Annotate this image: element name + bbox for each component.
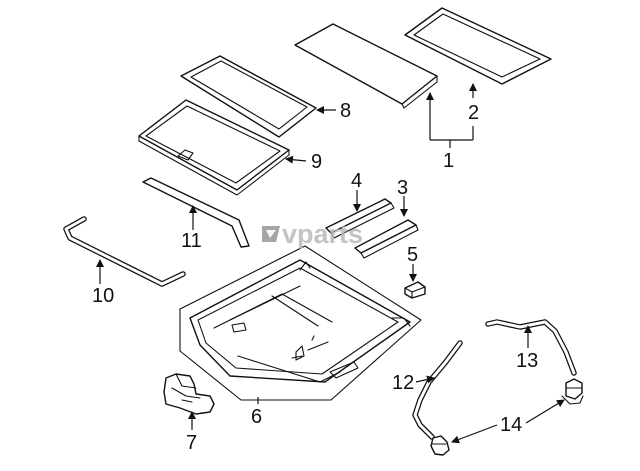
part-drain-valve-front bbox=[430, 435, 450, 456]
callout-11: 11 bbox=[181, 230, 202, 252]
callout-5: 5 bbox=[407, 244, 418, 266]
callout-14: 14 bbox=[500, 414, 522, 436]
part-weatherstrip bbox=[63, 216, 186, 287]
part-motor bbox=[163, 373, 215, 415]
part-drain-valve-rear bbox=[561, 378, 584, 405]
callout-1: 1 bbox=[443, 150, 454, 172]
part-glass-frame bbox=[404, 7, 552, 85]
part-housing bbox=[179, 245, 422, 401]
part-drain-hose-front bbox=[412, 340, 463, 440]
callout-7: 7 bbox=[186, 432, 197, 454]
watermark: vparts bbox=[262, 219, 363, 249]
callout-12: 12 bbox=[392, 372, 414, 394]
part-bracket bbox=[404, 281, 426, 299]
callout-9: 9 bbox=[311, 151, 322, 173]
part-guide-rail-2 bbox=[354, 219, 419, 259]
callout-8: 8 bbox=[340, 100, 351, 122]
callout-3: 3 bbox=[397, 177, 408, 199]
callout-4: 4 bbox=[351, 170, 362, 192]
part-guide-rail bbox=[325, 198, 395, 239]
part-deflector bbox=[142, 177, 250, 248]
callout-2: 2 bbox=[468, 102, 479, 124]
leaders bbox=[96, 83, 565, 444]
callouts: 1 2 3 4 5 6 7 8 9 10 11 12 13 14 bbox=[92, 100, 538, 454]
callout-13: 13 bbox=[516, 350, 538, 372]
part-glass-panel bbox=[294, 23, 438, 109]
watermark-text: vparts bbox=[282, 219, 363, 249]
part-drain-hose-rear bbox=[485, 319, 577, 376]
callout-10: 10 bbox=[92, 285, 114, 307]
callout-6: 6 bbox=[251, 406, 262, 428]
part-sunshade bbox=[138, 99, 290, 196]
